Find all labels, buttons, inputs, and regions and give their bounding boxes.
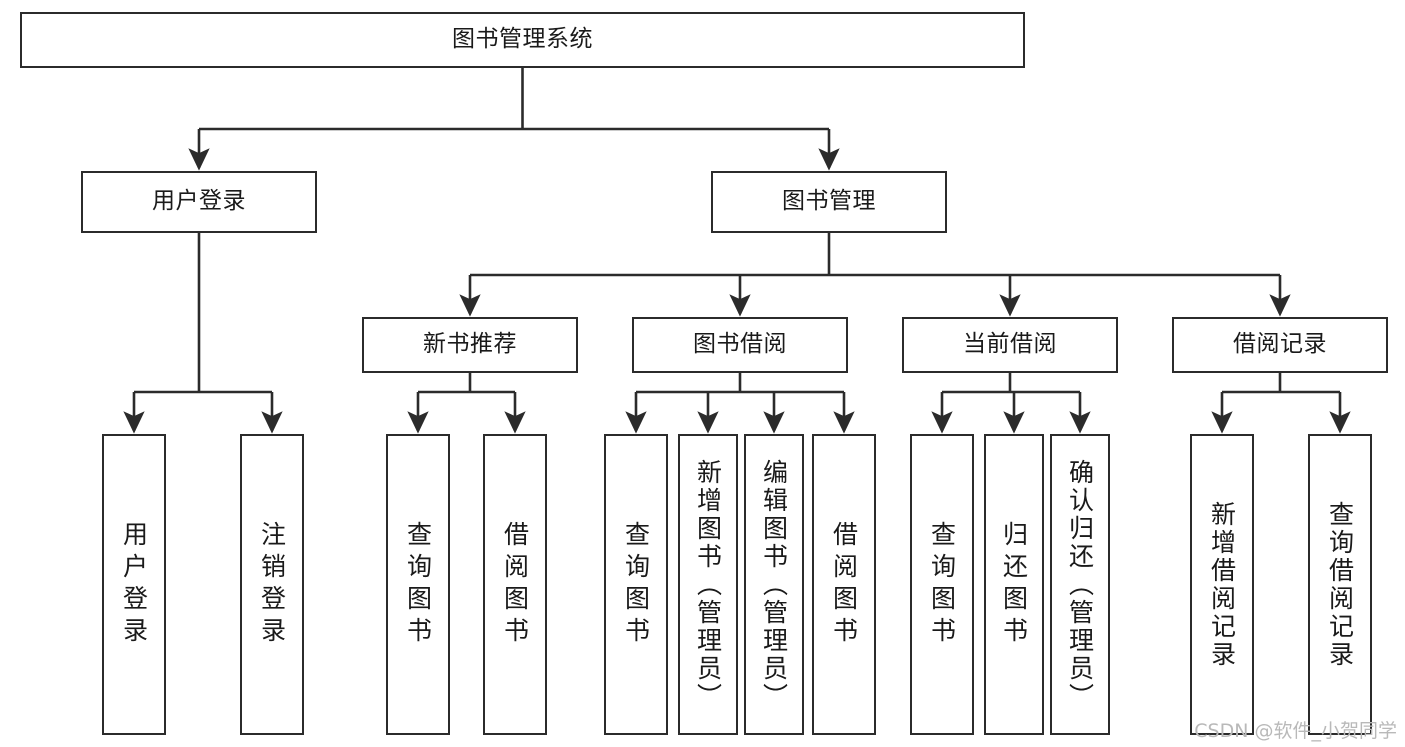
node-leaf-add-record[interactable]: 新增借阅记录 (1190, 434, 1254, 735)
node-label: 查询图书 (927, 520, 957, 649)
node-user-login[interactable]: 用户登录 (81, 171, 317, 233)
node-label: 归还图书 (999, 520, 1029, 649)
node-leaf-query-book-1[interactable]: 查询图书 (386, 434, 450, 735)
node-book-mgmt[interactable]: 图书管理 (711, 171, 947, 233)
node-leaf-borrow-book-1[interactable]: 借阅图书 (483, 434, 547, 735)
node-leaf-query-book-3[interactable]: 查询图书 (910, 434, 974, 735)
node-label: 用户登录 (119, 520, 149, 649)
node-leaf-query-book-2[interactable]: 查询图书 (604, 434, 668, 735)
node-new-book-rec[interactable]: 新书推荐 (362, 317, 578, 373)
node-leaf-borrow-book-2[interactable]: 借阅图书 (812, 434, 876, 735)
node-label: 新增借阅记录 (1207, 500, 1237, 669)
node-root[interactable]: 图书管理系统 (20, 12, 1025, 68)
node-borrow-record[interactable]: 借阅记录 (1172, 317, 1388, 373)
node-label: 借阅记录 (1233, 331, 1327, 358)
node-label: 图书管理 (782, 188, 876, 215)
node-book-borrow[interactable]: 图书借阅 (632, 317, 848, 373)
node-leaf-query-record[interactable]: 查询借阅记录 (1308, 434, 1372, 735)
node-label: 借阅图书 (829, 520, 859, 649)
node-label: 图书管理系统 (452, 26, 593, 53)
node-leaf-edit-book[interactable]: 编辑图书（管理员） (744, 434, 804, 735)
watermark: CSDN @软件_小贺同学 (1194, 720, 1397, 742)
node-label: 新书推荐 (423, 331, 517, 358)
node-leaf-confirm-return[interactable]: 确认归还（管理员） (1050, 434, 1110, 735)
node-leaf-return-book[interactable]: 归还图书 (984, 434, 1044, 735)
node-current-borrow[interactable]: 当前借阅 (902, 317, 1118, 373)
node-label: 借阅图书 (500, 520, 530, 649)
node-label: 确认归还（管理员） (1065, 458, 1095, 711)
node-label: 新增图书（管理员） (693, 458, 723, 711)
node-label: 查询借阅记录 (1325, 500, 1355, 669)
node-label: 图书借阅 (693, 331, 787, 358)
node-label: 用户登录 (152, 188, 246, 215)
node-leaf-user-login[interactable]: 用户登录 (102, 434, 166, 735)
node-label: 注销登录 (257, 520, 287, 649)
node-leaf-add-book[interactable]: 新增图书（管理员） (678, 434, 738, 735)
node-label: 编辑图书（管理员） (759, 458, 789, 711)
node-label: 当前借阅 (963, 331, 1057, 358)
node-leaf-user-logout[interactable]: 注销登录 (240, 434, 304, 735)
node-label: 查询图书 (403, 520, 433, 649)
node-label: 查询图书 (621, 520, 651, 649)
